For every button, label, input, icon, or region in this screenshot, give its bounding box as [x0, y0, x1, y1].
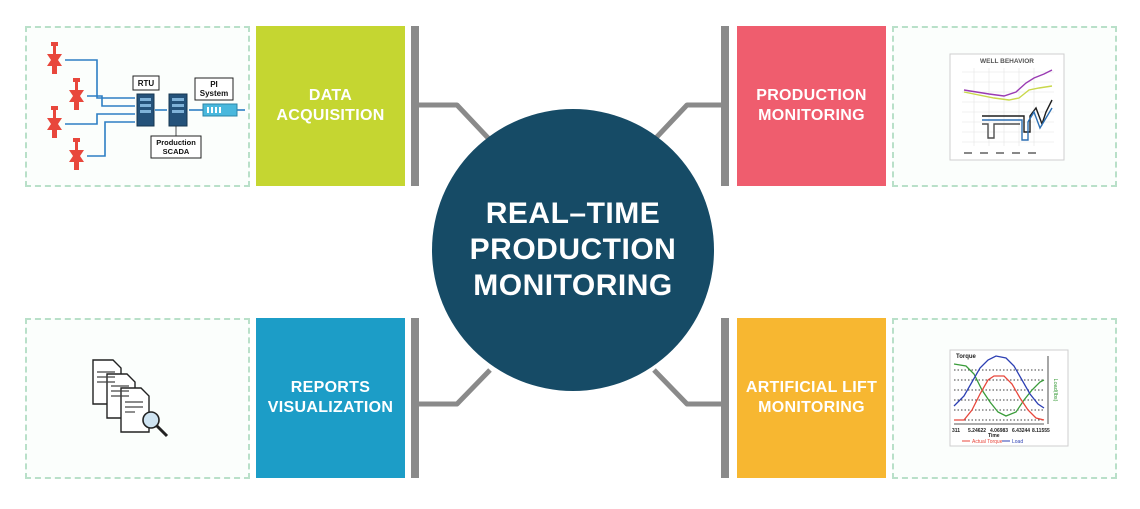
scada-label: SCADA	[163, 147, 190, 156]
divider-bar-bottom-right	[721, 318, 729, 478]
pi-system-device-icon	[202, 103, 238, 117]
torque-chart-title: Torque	[956, 354, 977, 360]
torque-x-tick: 311	[952, 428, 960, 434]
torque-x-tick: 6.43244	[1012, 428, 1030, 434]
valve-icon	[47, 106, 62, 138]
tile-data-acquisition: DATA ACQUISITION	[256, 26, 405, 186]
tile-data-acquisition-label: DATA ACQUISITION	[276, 87, 385, 124]
scada-diagram: RTU PI System Production SCADA	[47, 42, 245, 170]
valve-icon	[69, 78, 84, 110]
torque-x-tick: 5.24622	[968, 428, 986, 434]
tile-reports-visualization: REPORTS VISUALIZATION	[256, 318, 405, 478]
divider-bar-top-left	[411, 26, 419, 186]
pi-label: PI	[210, 80, 218, 89]
valve-icon	[69, 138, 84, 170]
hub-title: REAL–TIME PRODUCTION MONITORING	[469, 197, 677, 302]
documents-icon	[92, 359, 169, 438]
connector-bottom-right	[652, 368, 725, 407]
connector-top-right	[652, 102, 725, 142]
hub-circle: REAL–TIME PRODUCTION MONITORING	[432, 109, 714, 391]
rtu-label: RTU	[138, 79, 155, 88]
torque-x-tick: 8.11555	[1032, 428, 1050, 434]
tile-production-monitoring: PRODUCTION MONITORING	[737, 26, 886, 186]
torque-chart-ylabel: Load(lbs)	[1052, 379, 1058, 402]
valve-icon	[47, 42, 62, 74]
tile-reports-visualization-label: REPORTS VISUALIZATION	[267, 379, 394, 416]
tile-production-monitoring-label: PRODUCTION MONITORING	[756, 87, 867, 124]
frame-reports-documents	[25, 318, 250, 479]
frame-well-behavior-chart: WELL BEHAVIOR	[892, 26, 1117, 187]
tile-artificial-lift-label: ARTIFICIAL LIFT MONITORING	[745, 379, 878, 416]
torque-chart-xlabel: Time	[988, 433, 1000, 439]
connector-bottom-left	[419, 368, 492, 407]
production-label: Production	[156, 138, 196, 147]
torque-chart: Torque Load(lbs) 311 5.24622 4.06983 6.4…	[949, 349, 1069, 447]
well-behavior-chart: WELL BEHAVIOR	[949, 53, 1065, 161]
divider-bar-bottom-left	[411, 318, 419, 478]
torque-legend-load: Load	[1012, 439, 1023, 445]
torque-x-tick: 4.06983	[990, 428, 1008, 434]
magnifier-icon	[142, 411, 169, 438]
torque-legend-actual: Actual Torque	[972, 439, 1003, 445]
server-icon	[136, 93, 155, 127]
tile-artificial-lift-monitoring: ARTIFICIAL LIFT MONITORING	[737, 318, 886, 478]
server-icon	[168, 93, 188, 127]
connector-top-left	[419, 102, 492, 142]
frame-torque-chart: Torque Load(lbs) 311 5.24622 4.06983 6.4…	[892, 318, 1117, 479]
well-chart-title: WELL BEHAVIOR	[980, 58, 1034, 65]
divider-bar-top-right	[721, 26, 729, 186]
frame-scada-diagram: RTU PI System Production SCADA	[25, 26, 250, 187]
pi-system-label: System	[200, 89, 228, 98]
